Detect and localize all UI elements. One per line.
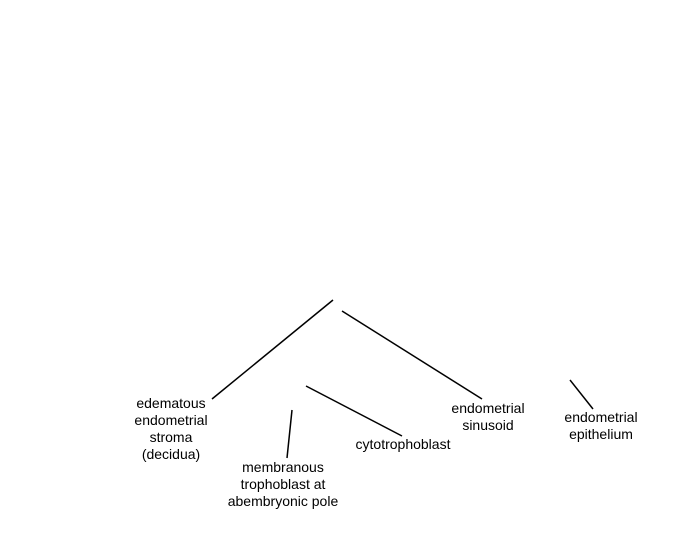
- label-endometrial-sinusoid: endometrial sinusoid: [451, 400, 525, 433]
- leader-line-membranous: [286, 409, 293, 459]
- label-membranous-trophoblast: membranous trophoblast at abembryonic po…: [227, 459, 339, 509]
- label-endometrial-epithelium: endometrial epithelium: [564, 409, 638, 442]
- leader-line-sinusoid: [341, 310, 483, 400]
- leader-line-stroma: [211, 299, 334, 400]
- leader-line-cytotrophoblast: [305, 385, 403, 437]
- leader-line-epithelium: [569, 379, 594, 410]
- label-edematous-endometrial-stroma: edematous endometrial stroma (decidua): [134, 395, 208, 462]
- label-cytotrophoblast: cytotrophoblast: [355, 436, 451, 452]
